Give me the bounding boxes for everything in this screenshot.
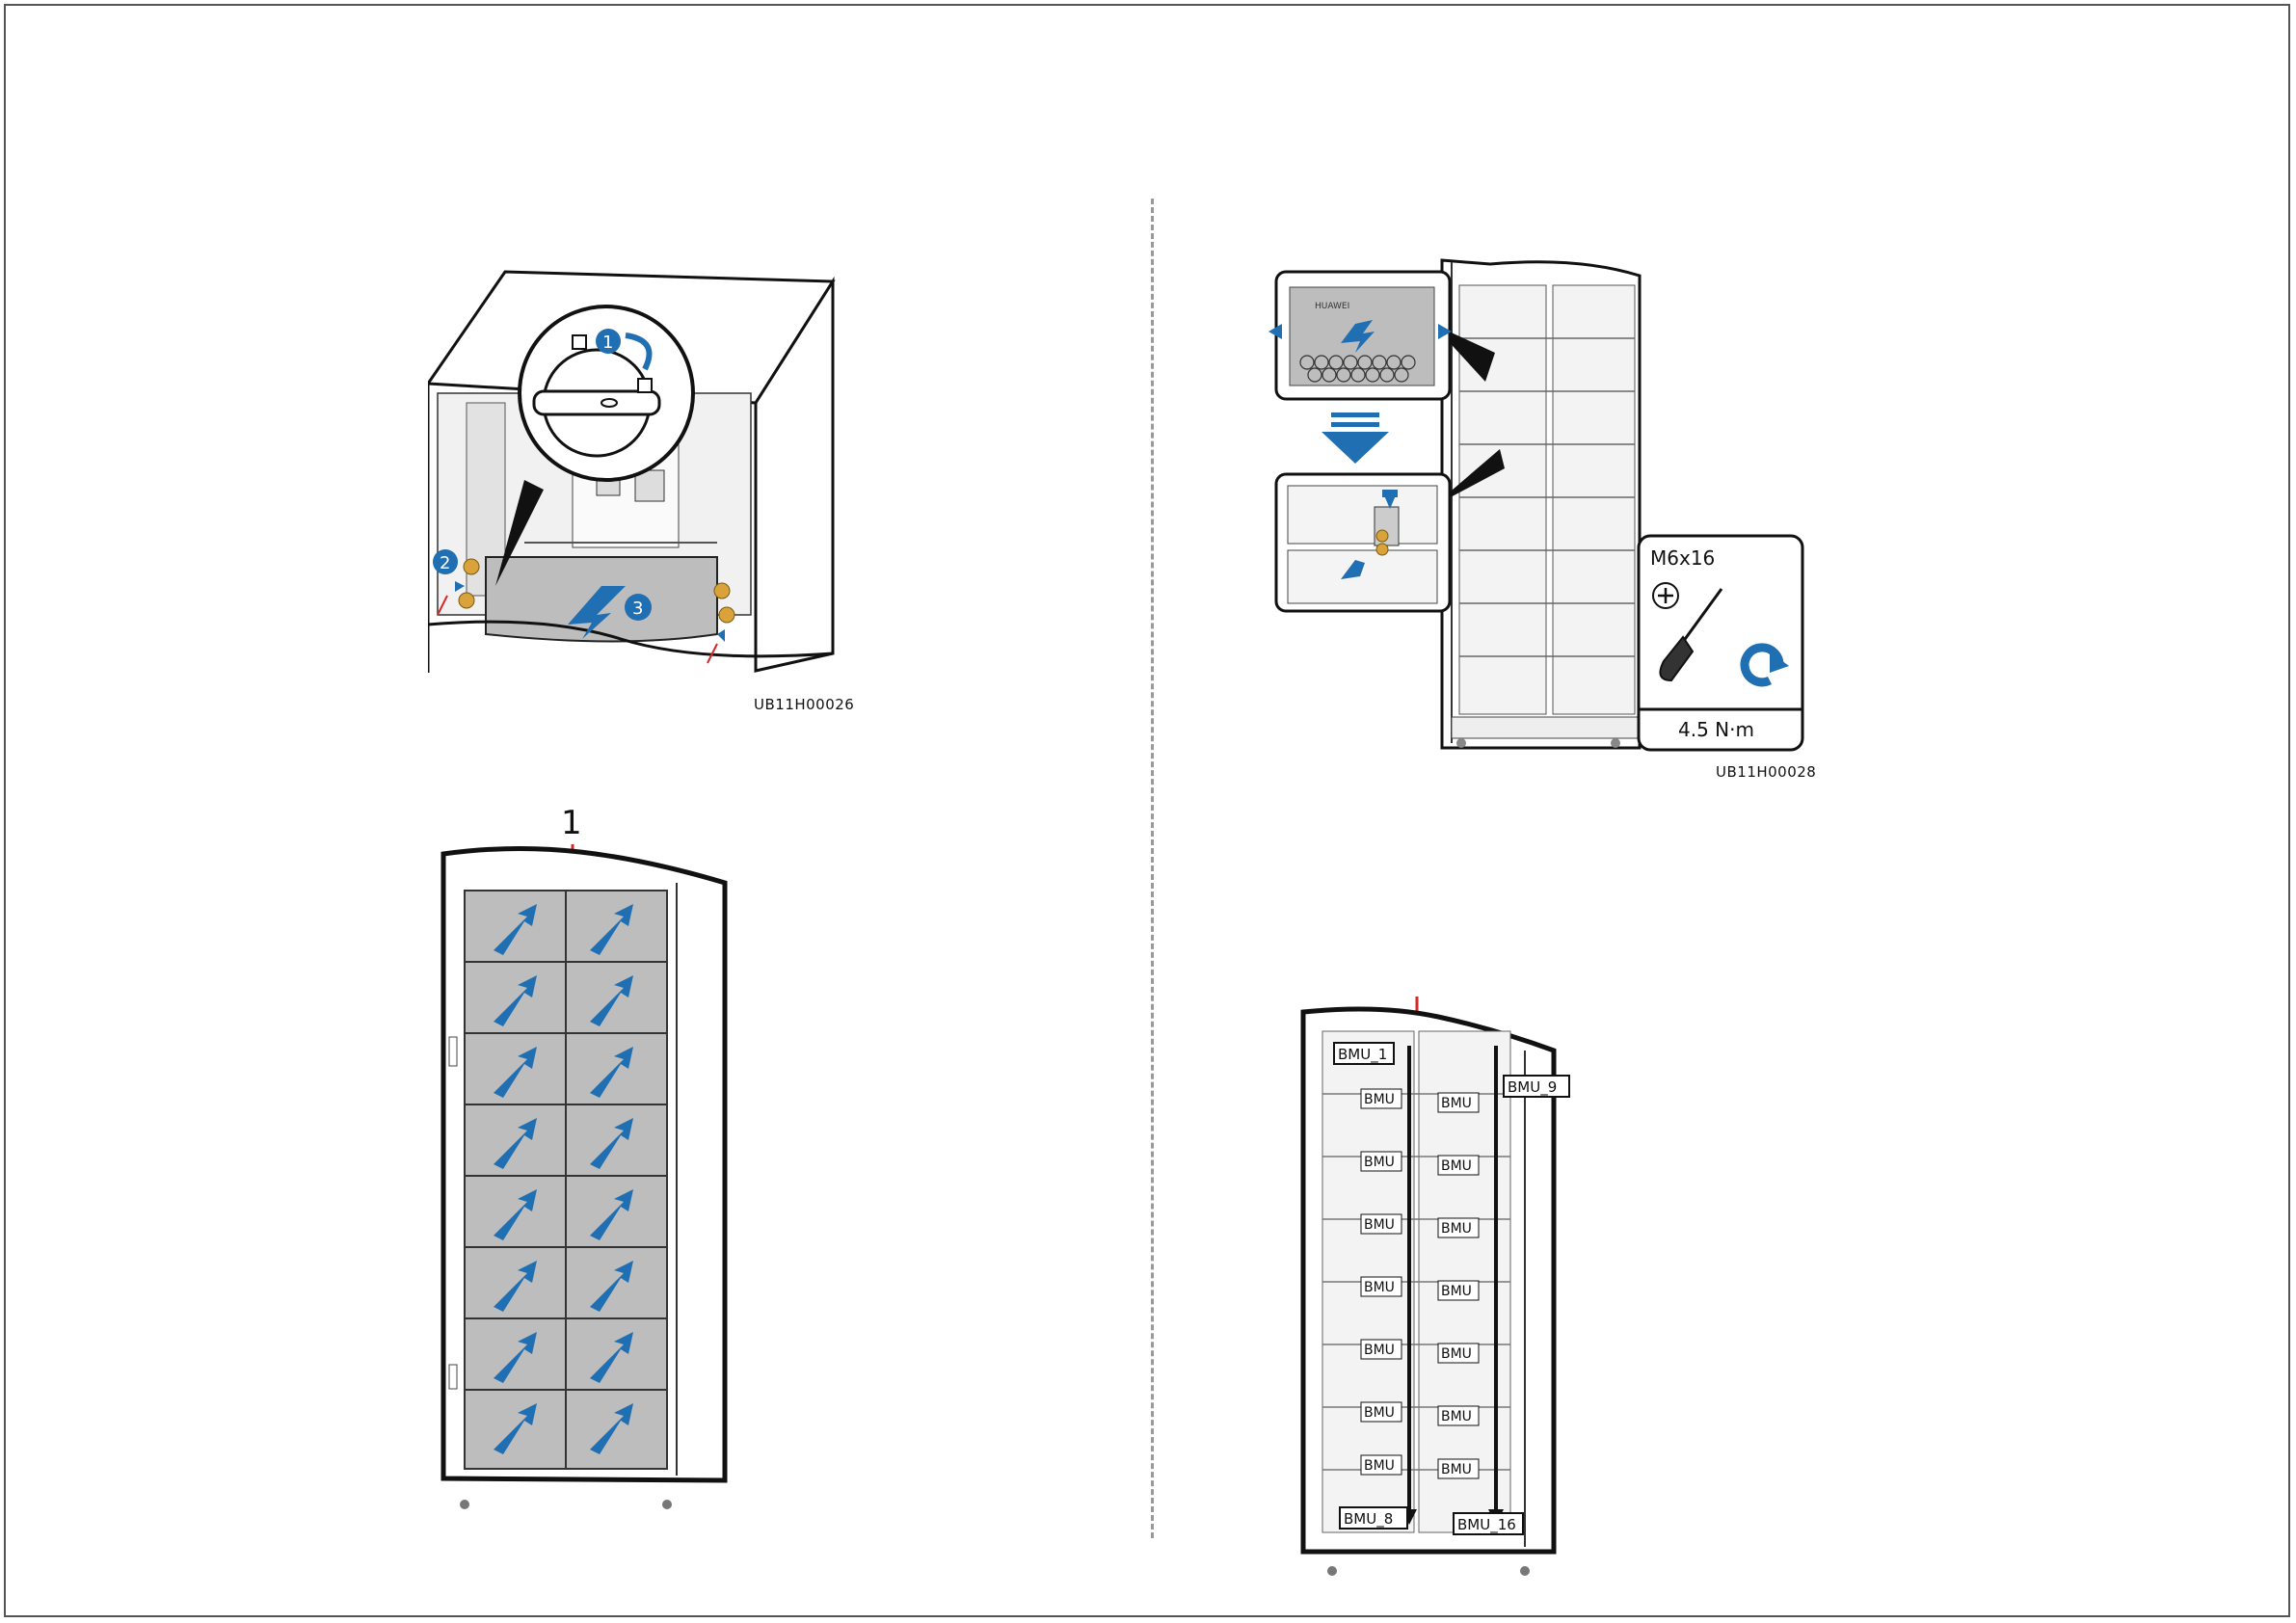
- module-brand: HUAWEI: [1315, 302, 1349, 311]
- figure-bmu-addressing: BMU_1 BMU_9 BMU_8 BMU_16 BMU BMU BMU BMU…: [1294, 993, 1573, 1583]
- step-2-label: 2: [440, 553, 450, 573]
- label-bmu-16: BMU_16: [1457, 1516, 1516, 1534]
- svg-text:BMU: BMU: [1441, 1346, 1472, 1362]
- figure-code-install-module: UB11H00028: [1716, 763, 1816, 781]
- svg-text:BMU: BMU: [1441, 1221, 1472, 1237]
- svg-text:BMU: BMU: [1441, 1096, 1472, 1111]
- callout-1: 1: [561, 804, 582, 842]
- tool-spec-box: M6x16 4.5 N·m: [1639, 536, 1802, 750]
- figure-install-module: HUAWEI M6x16: [1268, 256, 1818, 758]
- svg-text:BMU: BMU: [1441, 1284, 1472, 1299]
- step-3-label: 3: [632, 599, 643, 619]
- svg-text:BMU: BMU: [1364, 1280, 1395, 1295]
- figure-remove-panel: 3 2 1: [428, 268, 852, 682]
- unlock-icon: [638, 379, 652, 392]
- svg-text:BMU: BMU: [1441, 1462, 1472, 1477]
- svg-text:BMU: BMU: [1364, 1458, 1395, 1474]
- screw-spec: M6x16: [1650, 546, 1715, 570]
- phillips-head-icon: [1653, 583, 1678, 608]
- lock-icon: [573, 335, 586, 349]
- svg-text:BMU: BMU: [1364, 1217, 1395, 1233]
- figure-cabinet-front: [436, 844, 744, 1519]
- svg-text:BMU: BMU: [1364, 1155, 1395, 1170]
- svg-text:BMU: BMU: [1441, 1409, 1472, 1424]
- svg-text:BMU: BMU: [1364, 1092, 1395, 1107]
- label-bmu-8: BMU_8: [1344, 1510, 1393, 1529]
- label-bmu-1: BMU_1: [1338, 1046, 1387, 1064]
- manual-page: 3 2 1 UB11H00026: [4, 4, 2290, 1617]
- column-divider: [1151, 199, 1154, 1538]
- torque-spec: 4.5 N·m: [1678, 718, 1754, 741]
- label-bmu-9: BMU_9: [1508, 1078, 1557, 1097]
- svg-text:BMU: BMU: [1441, 1158, 1472, 1174]
- svg-text:BMU: BMU: [1364, 1343, 1395, 1358]
- figure-code-remove-panel: UB11H00026: [754, 696, 854, 713]
- svg-text:BMU: BMU: [1364, 1405, 1395, 1421]
- step-1-label: 1: [602, 333, 613, 353]
